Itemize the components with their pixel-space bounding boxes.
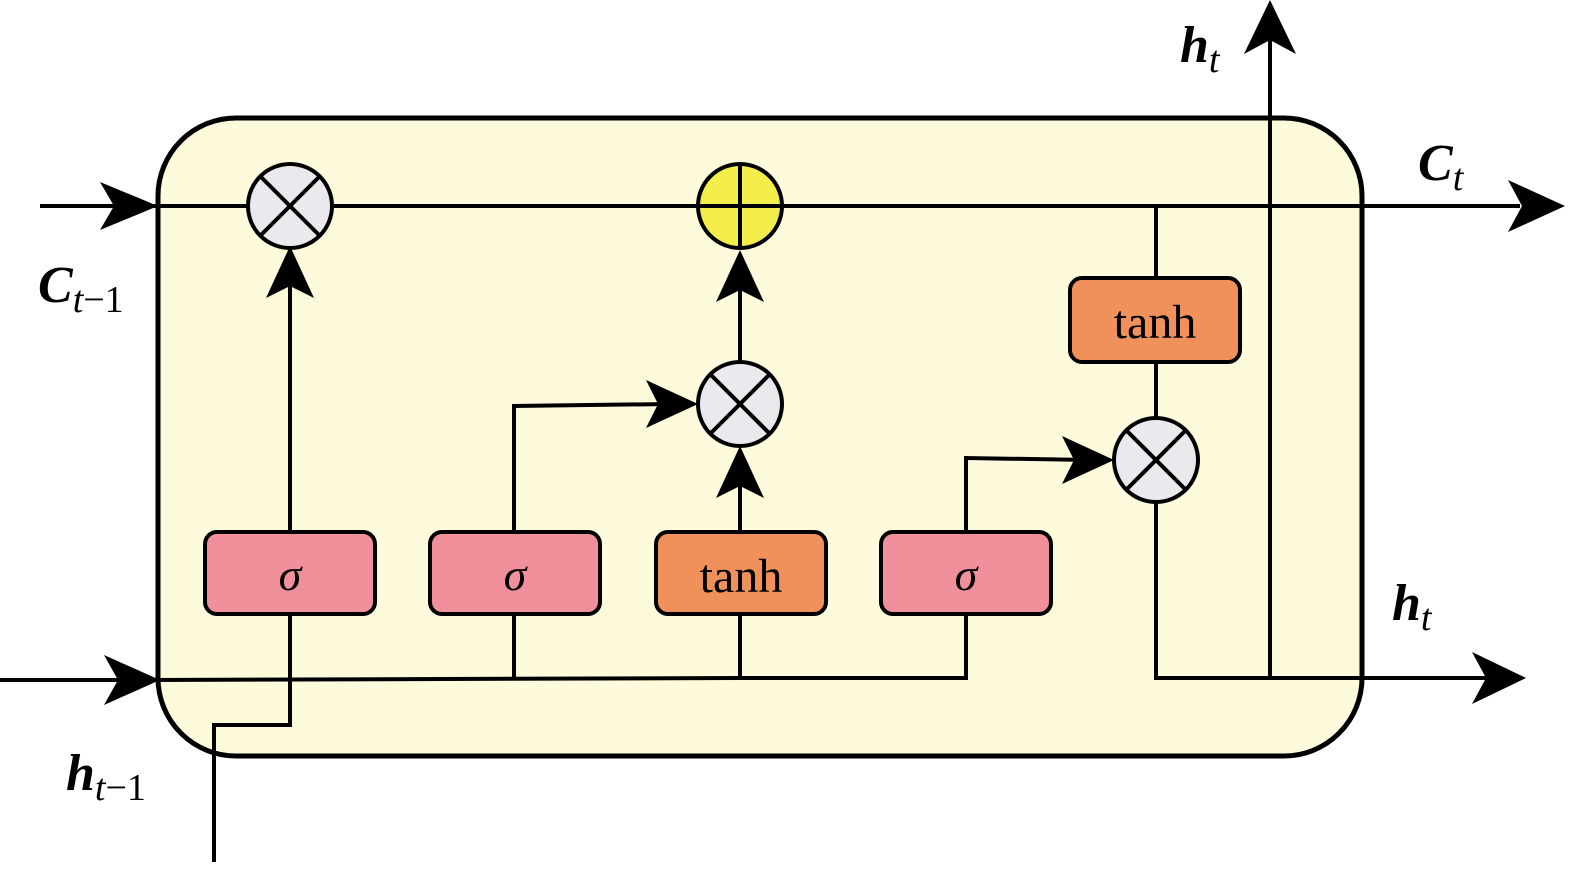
output-gate-path <box>964 455 1091 532</box>
c-prev-label: Ct−1 <box>38 257 124 321</box>
h-out-top-arrowhead <box>1244 0 1296 54</box>
forget-gate-label: σ <box>279 549 304 600</box>
cell-tanh-box: tanh <box>1068 276 1242 364</box>
c-out-sub: t <box>1453 157 1465 199</box>
h-prev-label: ht−1 <box>66 745 146 809</box>
circle-times-icon <box>246 162 334 250</box>
candidate-arrowhead <box>716 446 764 498</box>
c-prev-main: C <box>38 257 74 314</box>
h-out-top-main: h <box>1180 17 1209 74</box>
c-in-arrowhead <box>100 182 158 230</box>
input-gate-path <box>512 402 671 532</box>
c-out-main: C <box>1418 135 1454 192</box>
h-out-top-label: ht <box>1180 17 1221 81</box>
cell-tanh-label: tanh <box>1114 296 1197 349</box>
circle-times-icon <box>1112 416 1200 504</box>
h-prev-num: −1 <box>105 767 145 809</box>
h-out-right-main: h <box>1392 575 1421 632</box>
input-gate-arrowhead <box>646 380 698 428</box>
circle-plus-icon <box>696 162 784 250</box>
candidate-gate: tanh <box>654 530 828 616</box>
circle-times-icon <box>696 360 784 448</box>
add-arrowhead <box>716 250 764 302</box>
h-out-top-sub: t <box>1209 39 1221 81</box>
output-gate-label: σ <box>955 549 980 600</box>
h-out-right-sub: t <box>1421 597 1433 639</box>
h-in-arrowhead <box>104 655 160 705</box>
input-gate-label: σ <box>504 549 529 600</box>
input-gate: σ <box>428 530 602 616</box>
c-prev-sub: t <box>73 279 85 321</box>
c-out-arrowhead <box>1508 180 1565 232</box>
output-gate: σ <box>879 530 1053 616</box>
output-gate-arrowhead <box>1062 436 1114 484</box>
h-out-right-label: ht <box>1392 575 1433 639</box>
h-prev-sub: t <box>95 767 107 809</box>
h-prev-main: h <box>66 745 95 802</box>
cell-to-output-path <box>1154 40 1500 680</box>
hidden-input-line <box>0 600 968 862</box>
forget-arrowhead <box>266 246 314 298</box>
candidate-gate-label: tanh <box>700 550 783 603</box>
h-out-right-arrowhead <box>1472 652 1526 704</box>
forget-gate: σ <box>203 530 377 616</box>
c-prev-num: −1 <box>83 279 123 321</box>
c-out-label: Ct <box>1418 135 1465 199</box>
